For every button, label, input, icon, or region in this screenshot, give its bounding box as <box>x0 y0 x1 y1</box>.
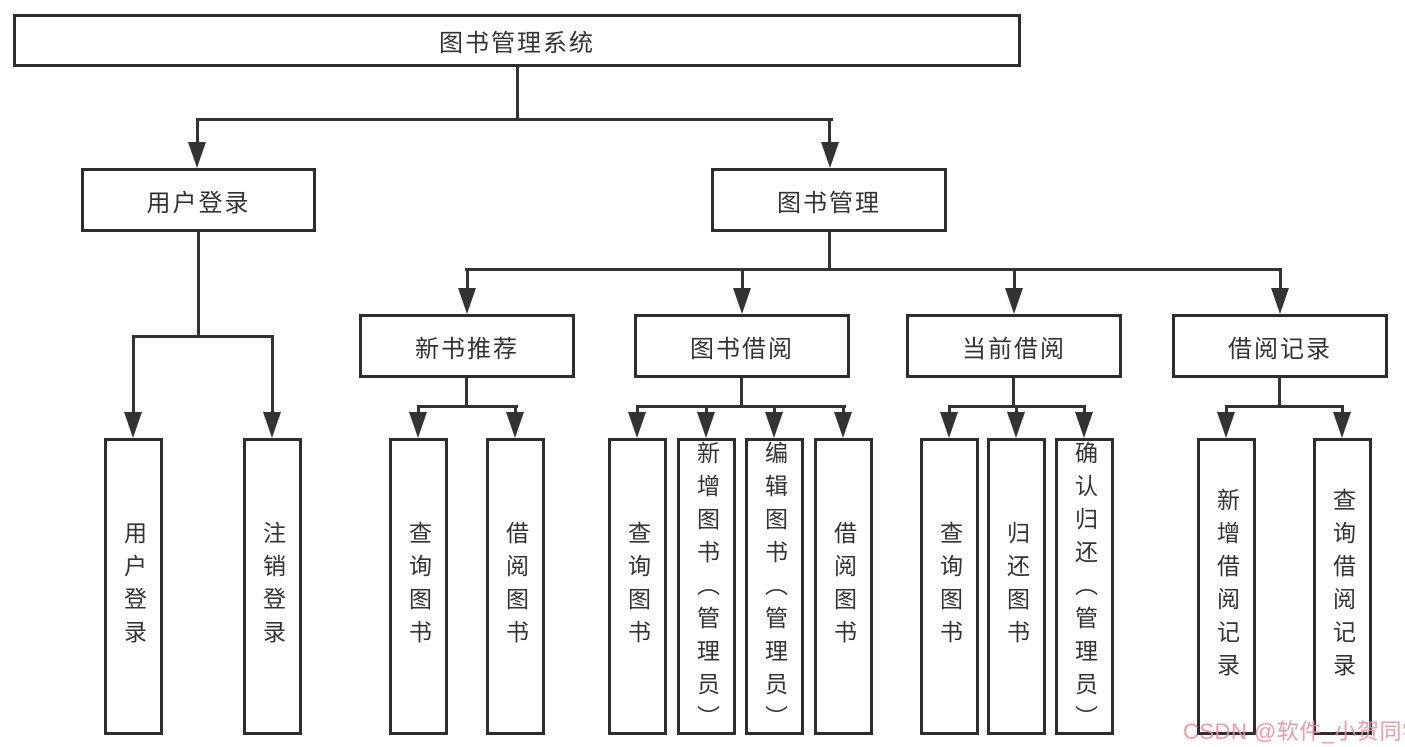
connector-line <box>1278 378 1281 407</box>
connector-line <box>417 405 420 415</box>
connector-line <box>132 335 274 338</box>
connector-line <box>740 378 743 407</box>
leaf-add-borrow-record-label: 新增借阅记录 <box>1213 487 1240 686</box>
connector-line <box>773 405 776 415</box>
connector-line <box>197 232 200 337</box>
connector-line <box>417 405 518 408</box>
connector-line <box>828 118 831 144</box>
connector-line <box>1279 268 1282 292</box>
leaf-user-login: 用户登录 <box>104 438 163 735</box>
connector-line <box>465 378 468 407</box>
node-book-borrowing: 图书借阅 <box>634 314 850 378</box>
arrowhead-down-icon <box>1075 412 1093 438</box>
leaf-borrowing-borrow-book-label: 借阅图书 <box>830 520 857 653</box>
connector-line <box>1012 378 1015 407</box>
arrowhead-down-icon <box>1271 288 1289 314</box>
node-borrowing-records: 借阅记录 <box>1172 314 1388 378</box>
arrowhead-down-icon <box>506 412 524 438</box>
leaf-confirm-return-admin: 确认归还（管理员） <box>1055 438 1114 738</box>
arrowhead-down-icon <box>821 142 839 168</box>
connector-line <box>196 118 199 144</box>
connector-line <box>636 405 846 408</box>
leaf-borrowing-query-book-label: 查询图书 <box>624 520 651 653</box>
connector-line <box>1013 268 1016 292</box>
connector-line <box>1225 405 1228 415</box>
node-current-borrowing: 当前借阅 <box>906 314 1122 378</box>
connector-line <box>842 405 845 415</box>
connector-line <box>1015 405 1018 415</box>
node-current-borrowing-label: 当前借阅 <box>962 335 1066 363</box>
leaf-current-query-book: 查询图书 <box>920 438 979 735</box>
leaf-recommend-borrow-book-label: 借阅图书 <box>502 520 529 653</box>
connector-line <box>705 405 708 415</box>
connector-line <box>1083 405 1086 415</box>
arrowhead-down-icon <box>263 412 281 438</box>
arrowhead-down-icon <box>628 412 646 438</box>
node-borrowing-records-label: 借阅记录 <box>1228 335 1332 363</box>
leaf-query-borrow-record: 查询借阅记录 <box>1313 438 1372 735</box>
connector-line <box>132 335 135 415</box>
leaf-edit-book-admin-label: 编辑图书（管理员） <box>761 441 788 738</box>
arrowhead-down-icon <box>188 142 206 168</box>
connector-line <box>271 335 274 415</box>
leaf-add-book-admin: 新增图书（管理员） <box>677 438 736 738</box>
arrowhead-down-icon <box>765 412 783 438</box>
arrowhead-down-icon <box>1333 412 1351 438</box>
leaf-add-book-admin-label: 新增图书（管理员） <box>693 441 720 738</box>
leaf-recommend-query-book-label: 查询图书 <box>405 520 432 653</box>
arrowhead-down-icon <box>940 412 958 438</box>
leaf-confirm-return-admin-label: 确认归还（管理员） <box>1071 441 1098 738</box>
node-root-label: 图书管理系统 <box>439 30 595 57</box>
connector-line <box>741 268 744 292</box>
connector-line <box>1225 405 1344 408</box>
leaf-add-borrow-record: 新增借阅记录 <box>1197 438 1256 735</box>
connector-line <box>465 268 1282 271</box>
connector-line <box>948 405 951 415</box>
node-root: 图书管理系统 <box>13 14 1021 67</box>
arrowhead-down-icon <box>733 288 751 314</box>
arrowhead-down-icon <box>697 412 715 438</box>
connector-line <box>466 268 469 292</box>
arrowhead-down-icon <box>124 412 142 438</box>
connector-line <box>516 66 519 120</box>
connector-line <box>828 232 831 270</box>
node-book-management-label: 图书管理 <box>777 189 881 217</box>
leaf-recommend-query-book: 查询图书 <box>389 438 448 735</box>
csdn-watermark: CSDN @软件_小贺同学 <box>1183 719 1405 744</box>
node-new-book-recommend: 新书推荐 <box>359 314 575 378</box>
leaf-current-query-book-label: 查询图书 <box>936 520 963 653</box>
leaf-return-book: 归还图书 <box>987 438 1046 735</box>
arrowhead-down-icon <box>1217 412 1235 438</box>
arrowhead-down-icon <box>1007 412 1025 438</box>
leaf-return-book-label: 归还图书 <box>1003 520 1030 653</box>
arrowhead-down-icon <box>834 412 852 438</box>
node-new-book-recommend-label: 新书推荐 <box>415 335 519 363</box>
arrowhead-down-icon <box>409 412 427 438</box>
arrowhead-down-icon <box>1005 288 1023 314</box>
leaf-logout: 注销登录 <box>243 438 302 735</box>
leaf-borrowing-query-book: 查询图书 <box>608 438 667 735</box>
leaf-borrowing-borrow-book: 借阅图书 <box>814 438 873 735</box>
connector-line <box>1341 405 1344 415</box>
leaf-edit-book-admin: 编辑图书（管理员） <box>745 438 804 738</box>
leaf-query-borrow-record-label: 查询借阅记录 <box>1329 487 1356 686</box>
connector-line <box>514 405 517 415</box>
leaf-user-login-label: 用户登录 <box>120 520 147 653</box>
node-user-login: 用户登录 <box>81 168 316 232</box>
leaf-logout-label: 注销登录 <box>259 520 286 653</box>
node-user-login-label: 用户登录 <box>146 189 251 217</box>
node-book-borrowing-label: 图书借阅 <box>690 335 794 363</box>
connector-line <box>196 118 833 121</box>
node-book-management: 图书管理 <box>711 168 947 232</box>
leaf-recommend-borrow-book: 借阅图书 <box>486 438 545 735</box>
arrowhead-down-icon <box>458 288 476 314</box>
connector-line <box>636 405 639 415</box>
